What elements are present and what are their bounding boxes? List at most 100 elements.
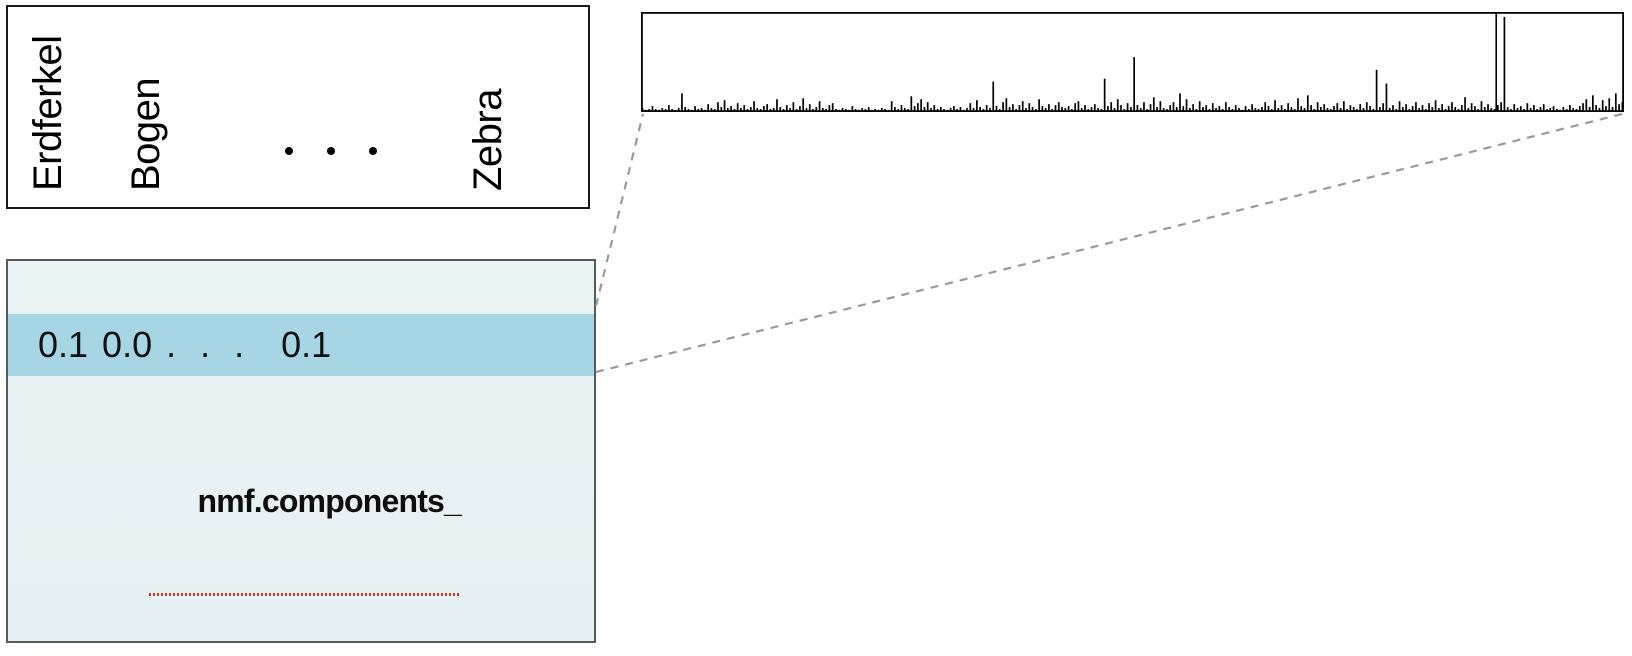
bar xyxy=(966,108,968,111)
bar xyxy=(1424,109,1427,111)
bar xyxy=(1513,104,1516,111)
bar xyxy=(651,106,654,111)
vocab-word-2: Zebra xyxy=(466,89,510,191)
bar xyxy=(1061,107,1063,111)
bar xyxy=(743,105,746,111)
bar xyxy=(930,108,932,111)
bar xyxy=(1179,93,1181,111)
bar xyxy=(1290,107,1293,111)
bar xyxy=(730,106,732,111)
bar xyxy=(835,109,837,111)
bar xyxy=(1031,107,1034,111)
bar xyxy=(841,108,844,111)
bar xyxy=(1280,105,1283,111)
bar xyxy=(1555,109,1558,111)
bar xyxy=(1608,98,1611,111)
bar xyxy=(1575,109,1578,111)
bar xyxy=(707,104,710,111)
ellipsis-dot xyxy=(327,147,335,155)
bar xyxy=(671,109,673,111)
bar xyxy=(1277,108,1280,111)
bar xyxy=(1247,109,1250,111)
bar xyxy=(1188,108,1191,111)
bar xyxy=(1175,107,1178,111)
bar xyxy=(923,107,926,111)
bar xyxy=(1021,101,1024,111)
bar xyxy=(1185,99,1188,111)
bar xyxy=(985,105,988,111)
vocabulary-box: Erdferkel Bogen Zebra xyxy=(6,5,590,209)
bar xyxy=(1071,109,1073,111)
bar xyxy=(913,106,916,111)
bar xyxy=(1333,106,1335,111)
bar xyxy=(1074,103,1077,111)
bar xyxy=(1025,108,1027,111)
highlighted-component-row: 0.1 0.0 . . . 0.1 xyxy=(8,314,594,376)
bar xyxy=(982,109,985,111)
bar xyxy=(805,108,808,111)
bar xyxy=(694,106,696,111)
bar xyxy=(1051,109,1054,111)
bar xyxy=(1592,95,1594,111)
bar xyxy=(1126,103,1129,111)
bar xyxy=(1441,104,1443,111)
bar xyxy=(1585,99,1588,111)
bar xyxy=(939,107,942,111)
bar xyxy=(799,106,801,111)
bar xyxy=(700,108,703,111)
bar xyxy=(1293,109,1296,111)
bar xyxy=(1542,104,1545,111)
bar xyxy=(864,109,867,111)
bar xyxy=(789,108,791,111)
bar xyxy=(1284,109,1286,111)
bar xyxy=(822,108,824,111)
bar xyxy=(815,107,818,111)
bar xyxy=(1582,103,1584,111)
bar xyxy=(1460,105,1463,111)
bar xyxy=(1454,107,1457,111)
bar xyxy=(766,104,768,111)
bar xyxy=(1097,108,1099,111)
bar xyxy=(648,109,651,111)
bar xyxy=(1356,109,1358,111)
bar xyxy=(1418,108,1421,111)
bar xyxy=(1149,104,1152,111)
bar xyxy=(1464,97,1466,111)
bar xyxy=(1211,103,1214,111)
component-value-1: 0.0 xyxy=(102,324,153,365)
bar xyxy=(1008,107,1011,111)
ellipsis-dot xyxy=(285,147,293,155)
bar xyxy=(1401,107,1404,111)
bar-chart-svg xyxy=(640,11,1625,112)
bar xyxy=(1444,109,1447,111)
bar xyxy=(759,109,762,111)
bar xyxy=(772,108,775,111)
bar xyxy=(1474,106,1476,111)
bar xyxy=(684,107,687,111)
bar xyxy=(1270,109,1273,111)
bar xyxy=(825,109,827,111)
bar xyxy=(1012,104,1014,111)
bar xyxy=(943,109,945,111)
bar xyxy=(746,109,749,111)
bar xyxy=(900,105,903,111)
bar xyxy=(874,109,877,111)
component-row-ellipsis: . . . xyxy=(166,324,252,365)
bar xyxy=(1093,104,1096,111)
bar xyxy=(1146,109,1149,111)
bar xyxy=(1362,108,1365,111)
bar xyxy=(1261,107,1263,111)
bar xyxy=(1506,107,1509,111)
bar xyxy=(953,106,955,111)
bar xyxy=(1405,104,1407,111)
component-value-last: 0.1 xyxy=(281,324,332,365)
bar xyxy=(1526,103,1529,111)
bar xyxy=(1480,101,1483,111)
bar xyxy=(1087,109,1090,111)
bar xyxy=(831,103,834,111)
bar xyxy=(1057,102,1060,111)
bar xyxy=(995,106,998,111)
bar xyxy=(723,100,726,111)
bar xyxy=(976,100,978,111)
bar xyxy=(1572,108,1575,111)
